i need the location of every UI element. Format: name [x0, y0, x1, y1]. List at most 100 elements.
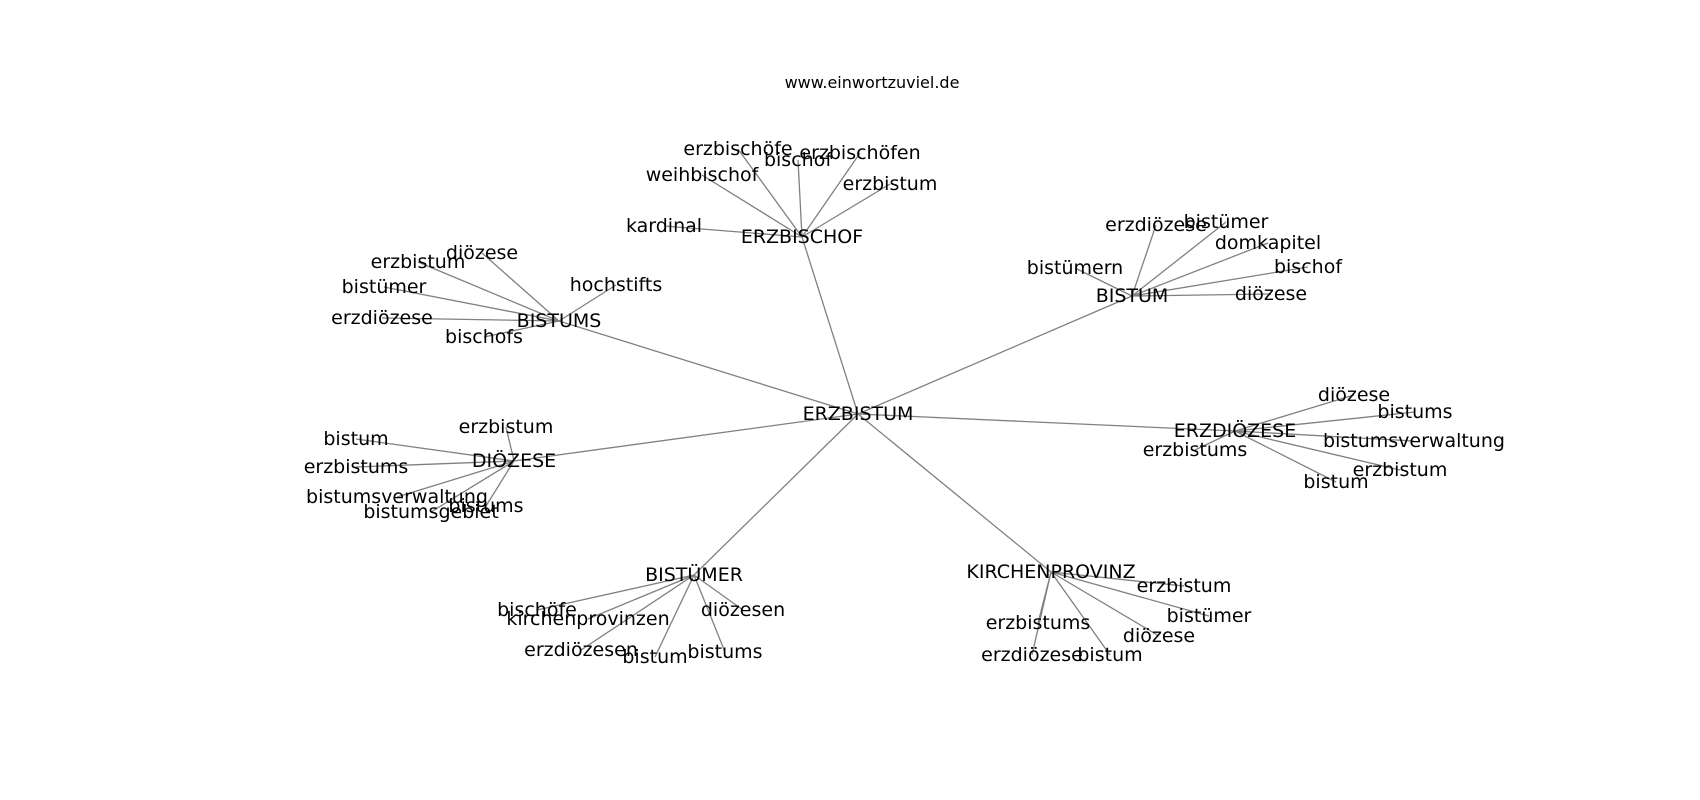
- leaf-node-erzdioezese-4: bistum: [1303, 471, 1368, 493]
- leaf-node-bistums-2: erzbistum: [371, 251, 466, 273]
- leaf-node-bistuemer-2: bistum: [622, 646, 687, 668]
- leaf-node-bistuemer-5: bischöfe: [497, 599, 577, 621]
- edge-kirchenprovinz-3: [1050, 571, 1111, 656]
- hub-node-erzbischof: ERZBISCHOF: [741, 226, 863, 248]
- site-label: www.einwortzuviel.de: [785, 73, 960, 92]
- leaf-node-dioezese-3: bistumsverwaltung: [306, 486, 488, 508]
- hub-node-dioezese: DIÖZESE: [472, 449, 556, 472]
- edge-bistums-2: [417, 261, 560, 322]
- leaf-node-kirchenprovinz-0: erzbistum: [1137, 575, 1232, 597]
- edge-bistums-4: [381, 317, 560, 322]
- edge-bistum-2: [1131, 221, 1227, 297]
- edge-erzbischof-1: [701, 174, 803, 238]
- leaf-node-bistums-0: hochstifts: [570, 274, 663, 296]
- hub-node-bistums: BISTUMS: [517, 310, 602, 332]
- leaf-node-erzbischof-4: erzbischöfen: [799, 142, 920, 164]
- edge-bistuemer-2: [654, 574, 695, 658]
- leaf-node-erzbischof-1: weihbischof: [646, 164, 760, 186]
- leaf-node-bistuemer-0: diözesen: [701, 599, 785, 621]
- edge-bistuemer-3: [580, 574, 695, 651]
- edge-bistums-1: [481, 252, 560, 322]
- edge-center-kirchenprovinz: [857, 413, 1052, 573]
- leaf-node-bistuemer-1: bistums: [687, 641, 762, 663]
- leaf-node-erzdioezese-0: diözese: [1318, 384, 1390, 406]
- labels-layer: www.einwortzuviel.de ERZBISTUM ERZBISCHOF…: [304, 73, 1505, 668]
- leaf-node-bistums-1: diözese: [446, 242, 518, 264]
- leaf-node-bistum-5: diözese: [1235, 283, 1307, 305]
- leaf-node-bistum-4: bischof: [1274, 256, 1343, 278]
- leaf-node-kirchenprovinz-2: diözese: [1123, 625, 1195, 647]
- edge-bistums-0: [558, 284, 617, 322]
- edge-dioezese-0: [505, 426, 515, 462]
- edge-dioezese-2: [355, 460, 515, 468]
- leaf-node-erzbischof-2: erzbischöfe: [683, 138, 792, 160]
- leaf-node-erzbischof-3: bischof: [764, 149, 833, 171]
- leaf-node-bistum-2: bistümer: [1184, 211, 1269, 233]
- edge-bistum-1: [1131, 224, 1157, 297]
- edge-erzdioezese-3: [1234, 430, 1401, 471]
- edge-dioezese-5: [485, 460, 515, 507]
- leaf-node-erzdioezese-1: bistums: [1377, 401, 1452, 423]
- hub-node-kirchenprovinz: KIRCHENPROVINZ: [966, 561, 1135, 583]
- leaf-node-dioezese-1: bistum: [323, 428, 388, 450]
- edge-erzbischof-0: [663, 225, 803, 238]
- edge-dioezese-3: [396, 460, 515, 498]
- leaf-node-erzbischof-5: erzbistum: [843, 173, 938, 195]
- leaf-node-dioezese-5: bistums: [448, 495, 523, 517]
- leaf-node-bistums-4: erzdiözese: [331, 307, 433, 329]
- leaf-node-bistum-0: bistümern: [1027, 257, 1123, 279]
- leaf-node-bistuemer-3: erzdiözesen: [524, 639, 638, 661]
- leaf-node-bistums-3: bistümer: [342, 276, 427, 298]
- edge-center-bistums: [558, 320, 859, 415]
- edge-center-erzbischof: [801, 236, 859, 415]
- edge-dioezese-1: [355, 438, 515, 462]
- edge-erzbischof-2: [737, 148, 803, 238]
- edge-bistums-5: [483, 320, 560, 338]
- leaf-node-erzdioezese-2: bistumsverwaltung: [1323, 430, 1505, 452]
- edge-bistuemer-5: [536, 574, 695, 611]
- leaf-node-erzbischof-0: kardinal: [626, 215, 702, 237]
- leaf-node-kirchenprovinz-5: erzbistums: [986, 612, 1091, 634]
- edge-bistuemer-1: [693, 574, 726, 653]
- hub-node-bistuemer: BISTÜMER: [645, 563, 743, 586]
- leaf-node-bistums-5: bischofs: [445, 326, 523, 348]
- edges-layer: [355, 148, 1416, 658]
- edge-center-erzdioezese: [857, 413, 1236, 432]
- edge-kirchenprovinz-5: [1037, 571, 1052, 624]
- edge-center-dioezese: [513, 413, 859, 462]
- edge-erzdioezese-4: [1234, 430, 1337, 483]
- edge-bistuemer-4: [587, 574, 695, 620]
- leaf-node-dioezese-0: erzbistum: [459, 416, 554, 438]
- edge-erzbischof-5: [801, 183, 891, 238]
- leaf-node-bistum-3: domkapitel: [1215, 232, 1321, 254]
- edge-center-bistuemer: [693, 413, 859, 576]
- edge-bistums-3: [383, 286, 560, 322]
- edge-center-bistum: [857, 295, 1133, 415]
- leaf-node-dioezese-4: bistumsgebiet: [363, 501, 498, 523]
- edge-erzdioezese-5: [1194, 430, 1236, 451]
- edge-bistum-3: [1131, 242, 1269, 297]
- edge-erzbischof-4: [801, 152, 861, 238]
- edge-bistum-5: [1131, 293, 1272, 297]
- edge-kirchenprovinz-0: [1050, 571, 1185, 587]
- edge-erzdioezese-1: [1234, 411, 1416, 432]
- leaf-node-kirchenprovinz-3: bistum: [1077, 644, 1142, 666]
- edge-kirchenprovinz-2: [1050, 571, 1160, 637]
- edge-erzbischof-3: [797, 159, 803, 238]
- leaf-node-erzdioezese-3: erzbistum: [1353, 459, 1448, 481]
- edge-bistum-4: [1131, 266, 1309, 297]
- leaf-node-erzdioezese-5: erzbistums: [1143, 439, 1248, 461]
- hub-node-bistum: BISTUM: [1096, 285, 1169, 307]
- edge-erzdioezese-2: [1234, 430, 1415, 442]
- leaf-node-bistuemer-4: kirchenprovinzen: [506, 608, 669, 630]
- edge-dioezese-4: [430, 460, 515, 513]
- leaf-node-kirchenprovinz-1: bistümer: [1167, 605, 1252, 627]
- edge-bistuemer-0: [693, 574, 744, 611]
- edge-erzdioezese-0: [1234, 394, 1355, 432]
- center-node-label: ERZBISTUM: [803, 403, 914, 425]
- edge-bistum-0: [1074, 267, 1133, 297]
- leaf-node-bistum-1: erzdiözese: [1105, 214, 1207, 236]
- edge-kirchenprovinz-1: [1050, 571, 1210, 617]
- leaf-node-kirchenprovinz-4: erzdiözese: [981, 644, 1083, 666]
